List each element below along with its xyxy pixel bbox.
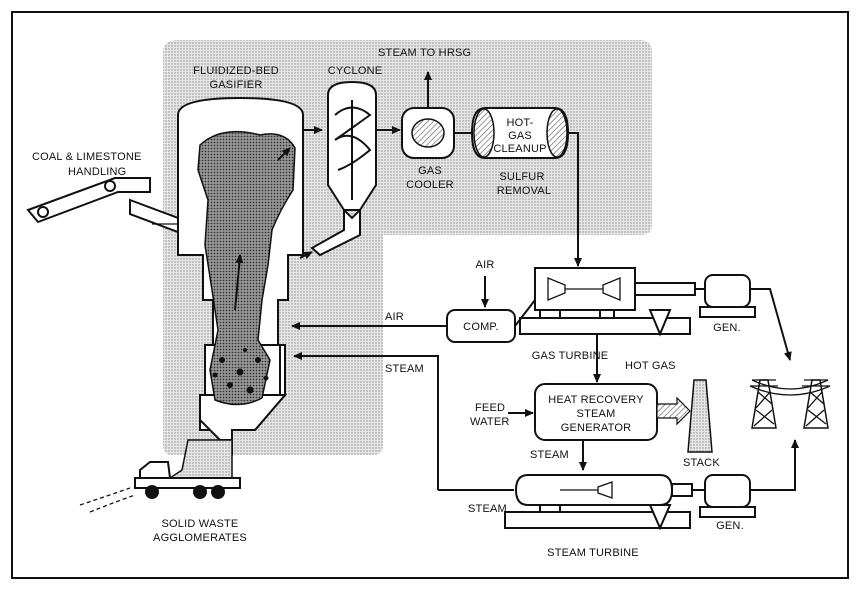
hot-gas-cleanup-label-3: CLEANUP (493, 143, 546, 155)
solid-waste-label-2: AGGLOMERATES (153, 532, 247, 544)
gas-turbine-label: GAS TURBINE (532, 350, 609, 362)
dump-truck-icon (79, 439, 241, 513)
steam-turbine-label: STEAM TURBINE (547, 547, 639, 559)
gasifier-label-2: GASIFIER (210, 79, 263, 91)
hot-gas-cleanup-label-2: GAS (508, 130, 532, 142)
coal-handling-label-2: HANDLING (68, 166, 126, 178)
air-mid-label: AIR (385, 311, 404, 323)
gas-cooler-label-1: GAS (418, 165, 442, 177)
cyclone-label: CYCLONE (328, 65, 383, 77)
gas-cooler (401, 71, 455, 159)
steam-bottom-label: STEAM (468, 503, 507, 515)
steam-to-gasifier-line (293, 352, 439, 490)
fluidized-bed-gasifier (177, 96, 304, 473)
steam-to-hrsg-label: STEAM TO HRSG (378, 47, 471, 59)
hrsg-label-3: GENERATOR (561, 422, 631, 434)
steam-mid-label: STEAM (530, 449, 569, 461)
hot-gas-label: HOT GAS (625, 360, 676, 372)
gen-top-power-line (750, 288, 792, 361)
sulfur-removal-label-1: SULFUR (499, 171, 544, 183)
coal-handling-label: COAL & LIMESTONE (32, 151, 142, 163)
comp-label: COMP. (463, 321, 499, 333)
stack (687, 379, 713, 453)
gen-bottom-power-line (750, 439, 799, 491)
exhaust-to-stack-arrow (656, 396, 691, 426)
fuel-gas-line (568, 132, 582, 267)
stack-label: STACK (683, 457, 720, 469)
gasifier-label-1: FLUIDIZED-BED (193, 65, 279, 77)
gas-cooler-label-2: COOLER (406, 179, 454, 191)
air-top-label: AIR (476, 259, 495, 271)
coal-conveyor (26, 177, 179, 234)
hot-gas-cleanup-vessel (470, 107, 570, 159)
hrsg-label-2: STEAM (577, 408, 616, 420)
transmission-towers-icon (749, 379, 831, 429)
steam-left-label: STEAM (385, 363, 424, 375)
feed-water-label-2: WATER (470, 416, 510, 428)
steam-turbine (504, 474, 693, 531)
feed-water-label-1: FEED (475, 402, 505, 414)
hot-gas-cleanup-label-1: HOT- (506, 117, 533, 129)
gas-turbine (519, 267, 696, 337)
sulfur-removal-label-2: REMOVAL (497, 185, 551, 197)
generator-top (695, 274, 756, 318)
hrsg-label-1: HEAT RECOVERY (548, 394, 644, 406)
solid-waste-label-1: SOLID WASTE (162, 518, 239, 530)
gen-top-label: GEN. (713, 322, 741, 334)
cyclone (299, 80, 377, 260)
gen-bottom-label: GEN. (716, 520, 744, 532)
